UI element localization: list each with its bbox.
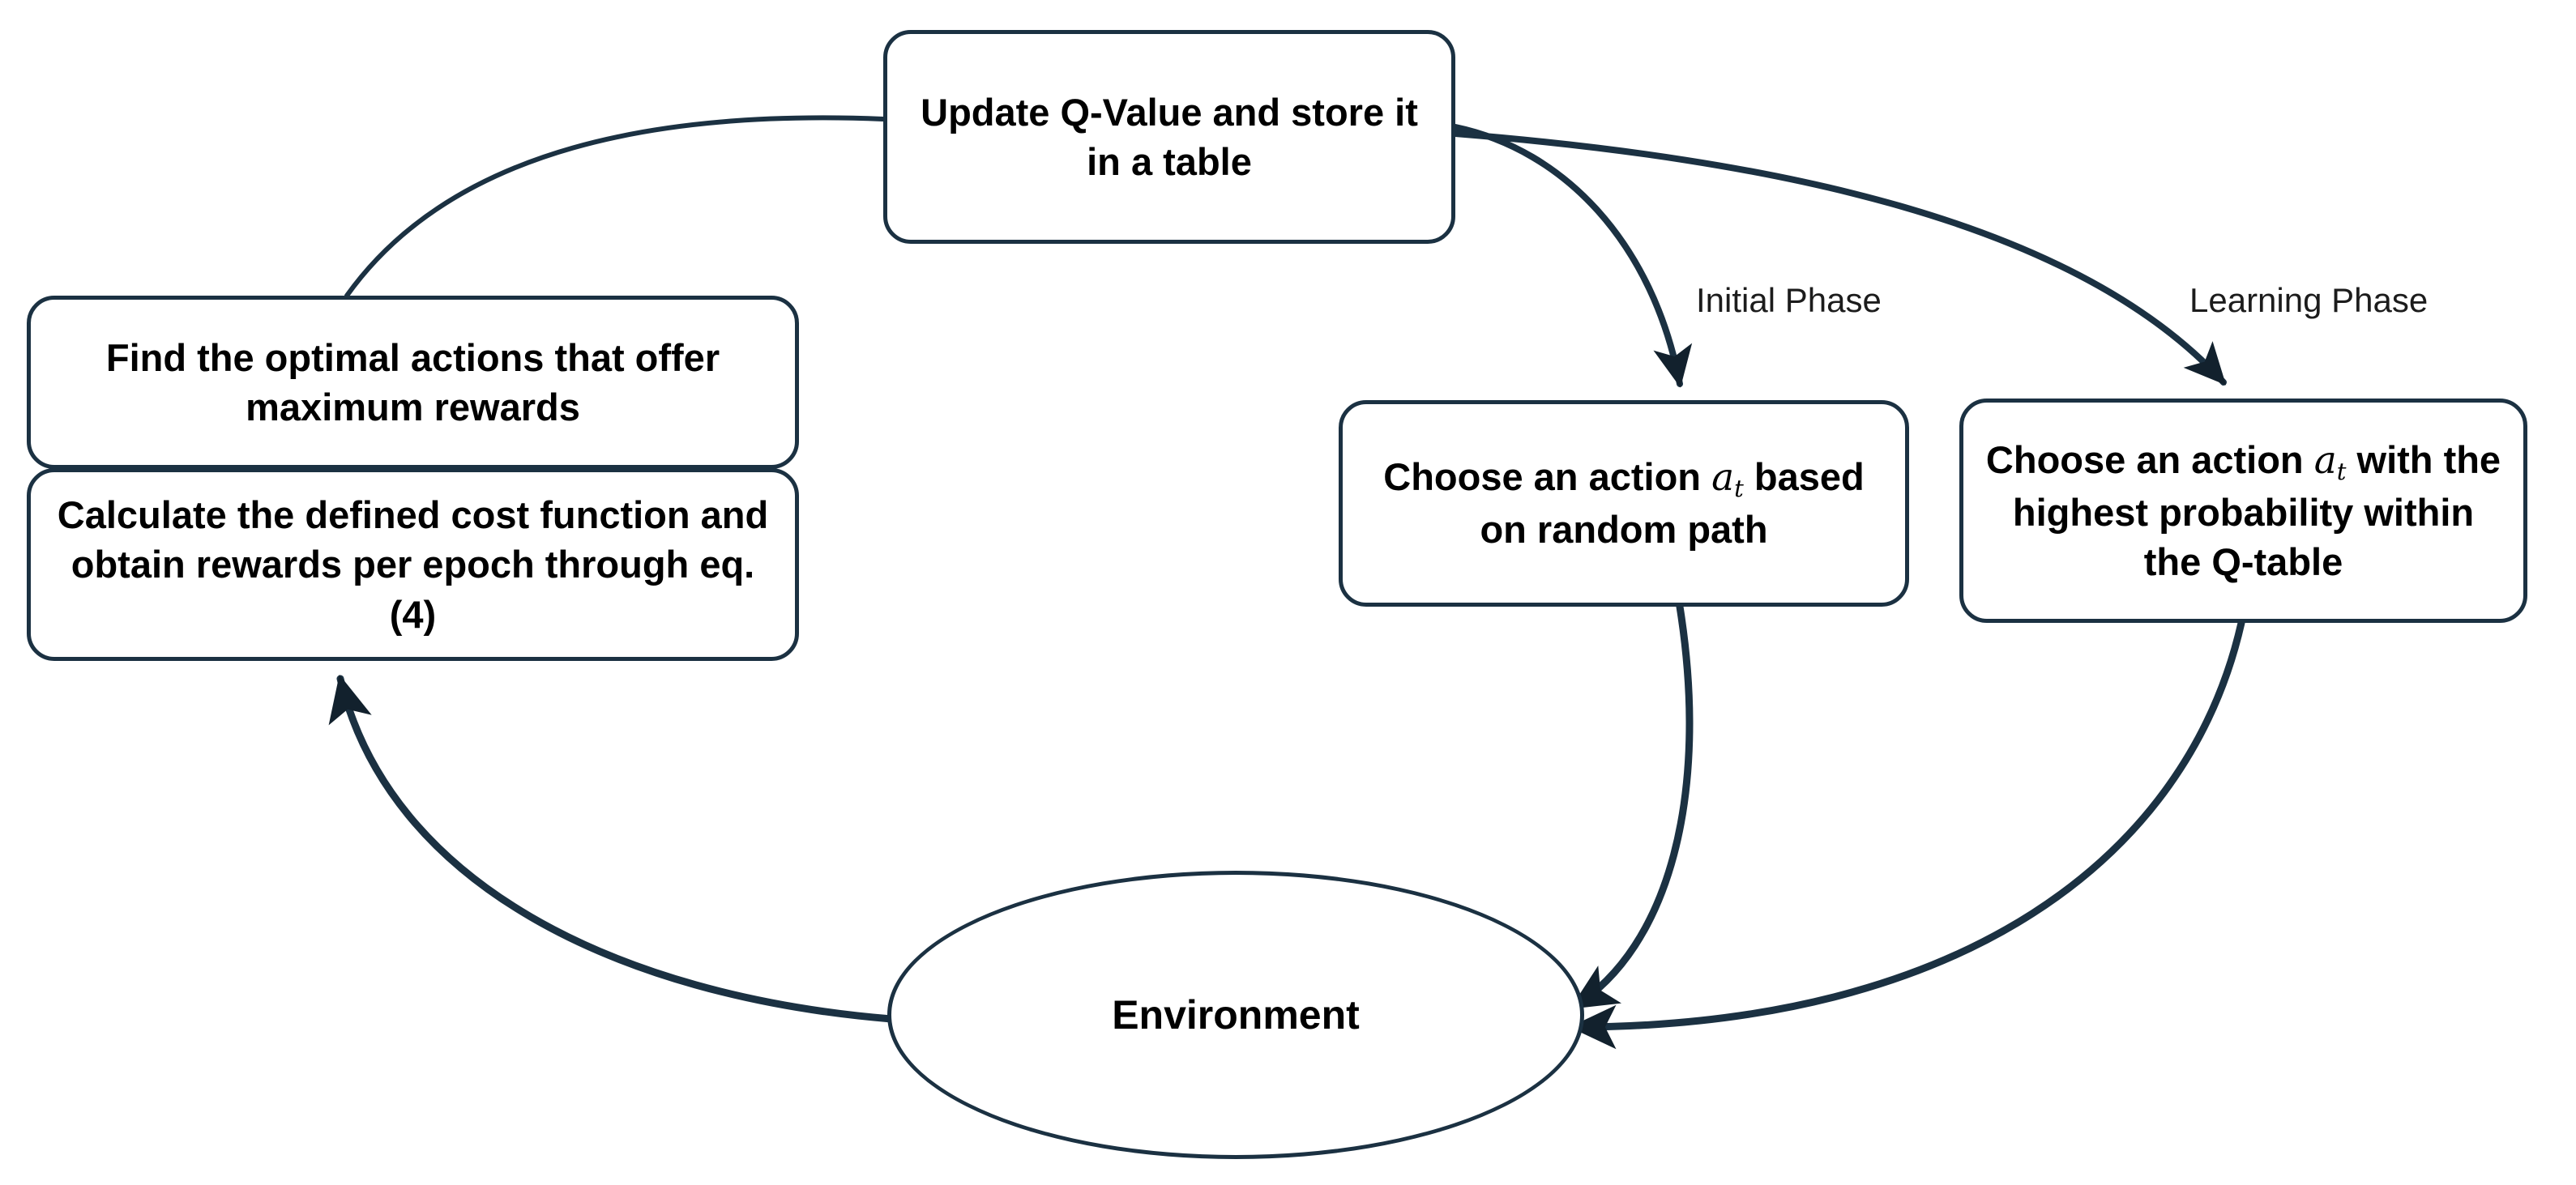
node-find-optimal-actions[interactable]: Find the optimal actions that offer maxi… [27,296,799,469]
node-choose-action-highest-label: Choose an action at with the highest pro… [1963,435,2523,586]
edge-random-to-environment [1570,603,1694,1011]
node-choose-action-highest-text-after: with the highest probability within the … [2012,437,2501,584]
node-choose-action-random-text-before: Choose an action [1383,455,1701,499]
edge-environment-to-calculate [328,674,895,1023]
node-choose-action-random[interactable]: Choose an action at based on random path [1339,400,1909,607]
node-choose-action-highest[interactable]: Choose an action at with the highest pro… [1959,399,2527,623]
edge-update-to-find [344,115,886,298]
node-environment[interactable]: Environment [887,871,1584,1159]
action-symbol-subscript: t [1734,475,1744,503]
node-calculate-cost-function-label: Calculate the defined cost function and … [57,493,769,636]
node-choose-action-highest-text-before: Choose an action [1985,437,2304,481]
edge-highest-to-environment [1569,619,2245,1050]
edge-label-initial-phase: Initial Phase [1696,281,1882,319]
node-choose-action-random-text-after: based on random path [1480,455,1865,552]
node-update-q-value-label: Update Q-Value and store it in a table [921,90,1418,183]
action-symbol-at: at [2313,437,2347,486]
edge-update-to-random [1452,124,1693,388]
action-symbol-at: at [1711,455,1744,503]
edge-update-to-highest [1452,130,2227,386]
node-choose-action-random-label: Choose an action at based on random path [1343,452,1905,554]
action-symbol-subscript: t [2336,458,2347,486]
edge-label-learning-phase: Learning Phase [2189,281,2429,319]
action-symbol-base: a [2313,437,2337,483]
node-update-q-value[interactable]: Update Q-Value and store it in a table [883,30,1455,244]
action-symbol-base: a [1711,455,1735,501]
node-environment-label: Environment [1112,992,1360,1038]
node-find-optimal-actions-label: Find the optimal actions that offer maxi… [105,335,720,428]
node-calculate-cost-function[interactable]: Calculate the defined cost function and … [27,468,799,661]
